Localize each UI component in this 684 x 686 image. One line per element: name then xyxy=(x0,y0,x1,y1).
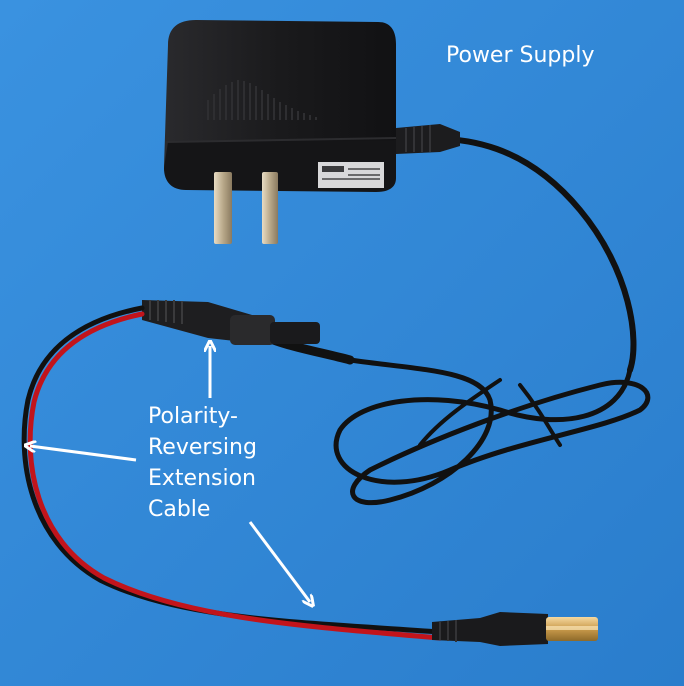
extension-cable-label-line: Reversing xyxy=(148,435,257,460)
plug-prong-right xyxy=(262,172,278,244)
annotation-arrows xyxy=(30,346,310,602)
extension-cable-label-line: Extension xyxy=(148,466,257,491)
extension-cable-label-line: Cable xyxy=(148,497,211,522)
power-supply-label: Power Supply xyxy=(446,43,595,68)
ac-adapter xyxy=(164,20,460,244)
arrow-left xyxy=(30,446,137,462)
red-black-wire xyxy=(21,305,443,641)
barrel-plug-male xyxy=(432,612,598,646)
barrel-jack-female xyxy=(142,300,320,345)
extension-cable-label-line: Polarity- xyxy=(148,404,238,429)
adapter-ridge-pattern xyxy=(207,80,317,120)
arrow-down xyxy=(248,521,310,602)
plug-prong-left xyxy=(214,172,232,244)
extension-cable-label: Polarity- Reversing Extension Cable xyxy=(148,401,257,525)
